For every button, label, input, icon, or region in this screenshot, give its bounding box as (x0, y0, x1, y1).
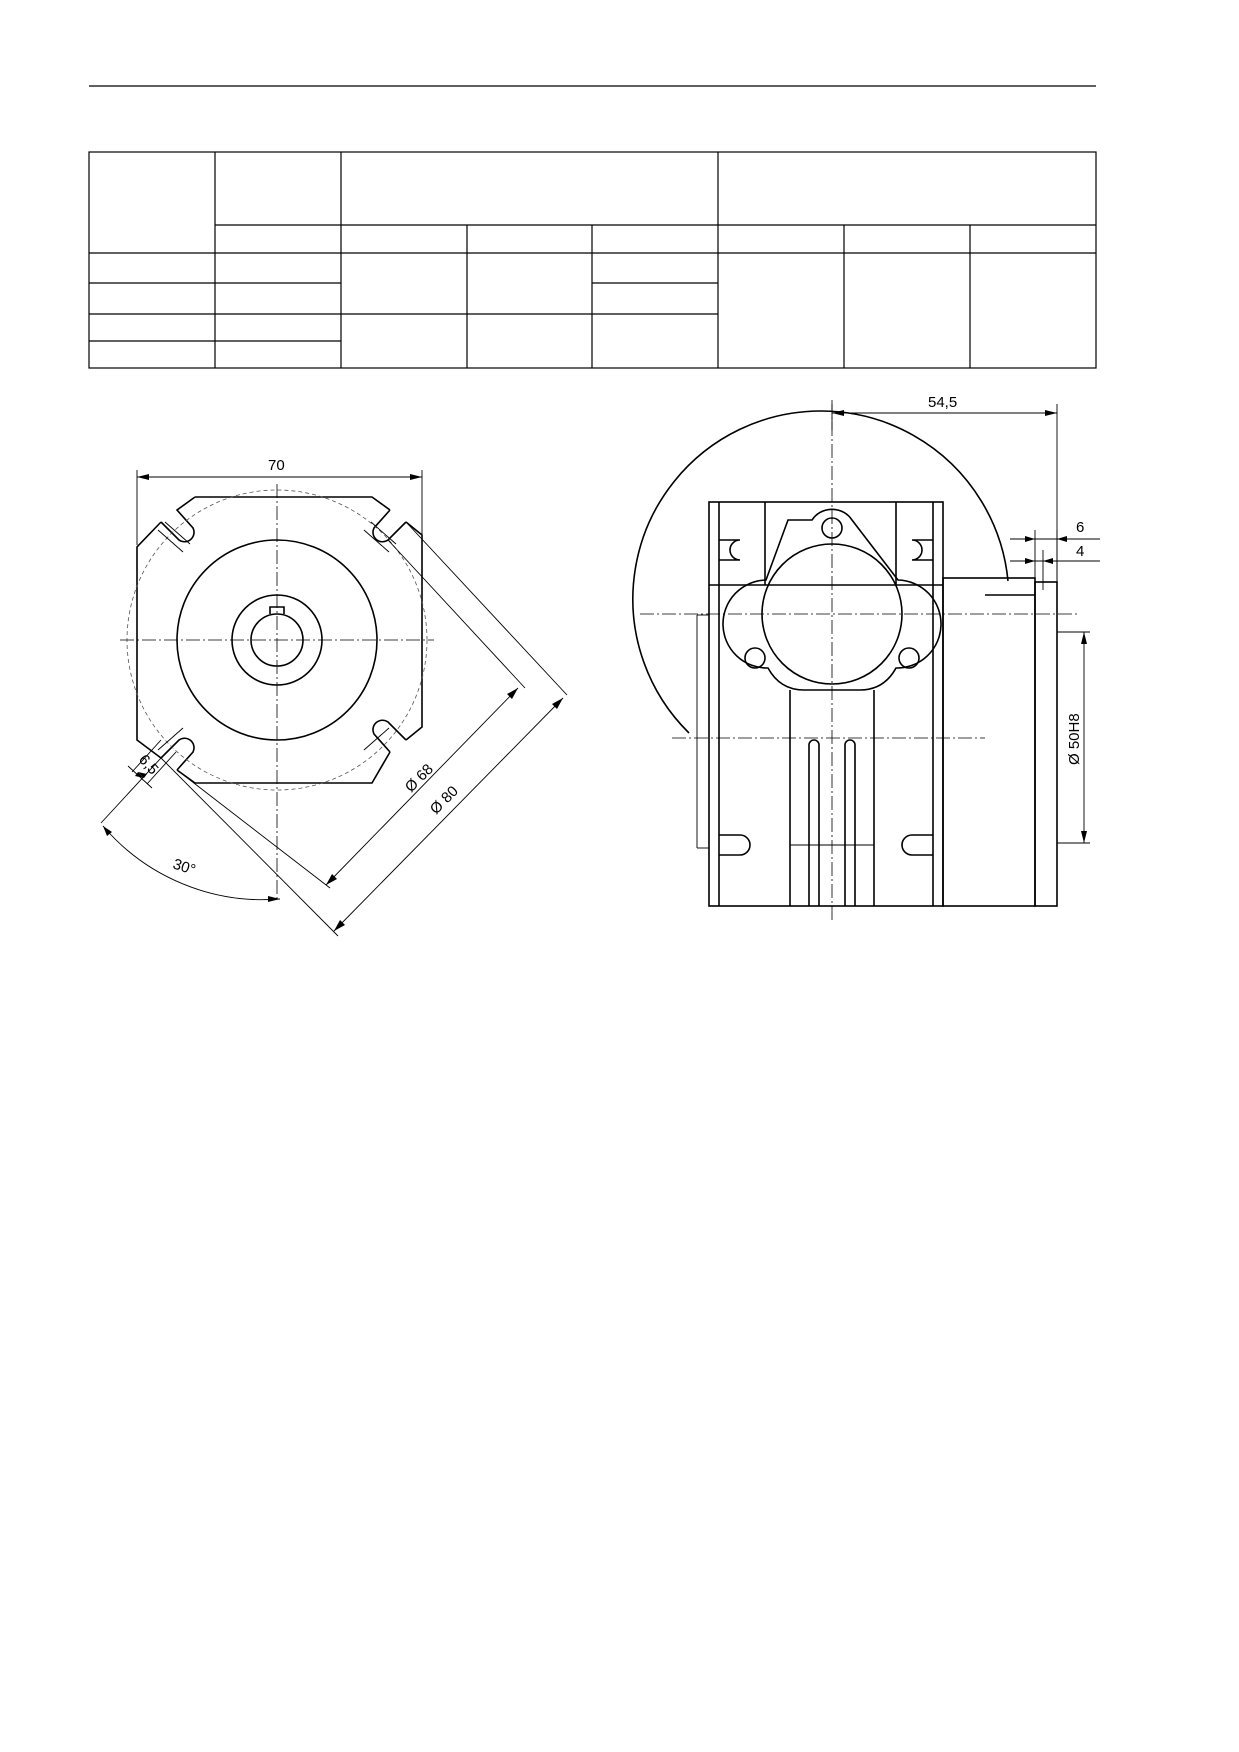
dimension-angle-30: 30° (100, 757, 281, 902)
dimension-dia-68-80: Ø 68 Ø 80 (160, 521, 568, 937)
dim-68-label: Ø 68 (402, 761, 437, 796)
dimension-6-4: 6 4 (1010, 519, 1100, 590)
dim-4-label: 4 (1076, 543, 1084, 560)
dimension-dia-50h8: Ø 50H8 (1066, 632, 1087, 843)
dim-54-5-label: 54,5 (928, 394, 957, 411)
flange-front-view (120, 484, 434, 900)
dim-70-label: 70 (268, 457, 285, 474)
dim-50h8-label: Ø 50H8 (1066, 713, 1083, 765)
dim-6-label: 6 (1076, 519, 1084, 536)
dim-80-label: Ø 80 (427, 783, 462, 818)
spec-table (88, 151, 1097, 369)
dimension-6-5: 6,5 (127, 739, 177, 789)
gearbox-side-view (632, 400, 1090, 920)
dimension-54-5: 54,5 (831, 394, 1058, 582)
dimension-70: 70 (136, 457, 423, 545)
angle-30-label: 30° (171, 856, 198, 879)
